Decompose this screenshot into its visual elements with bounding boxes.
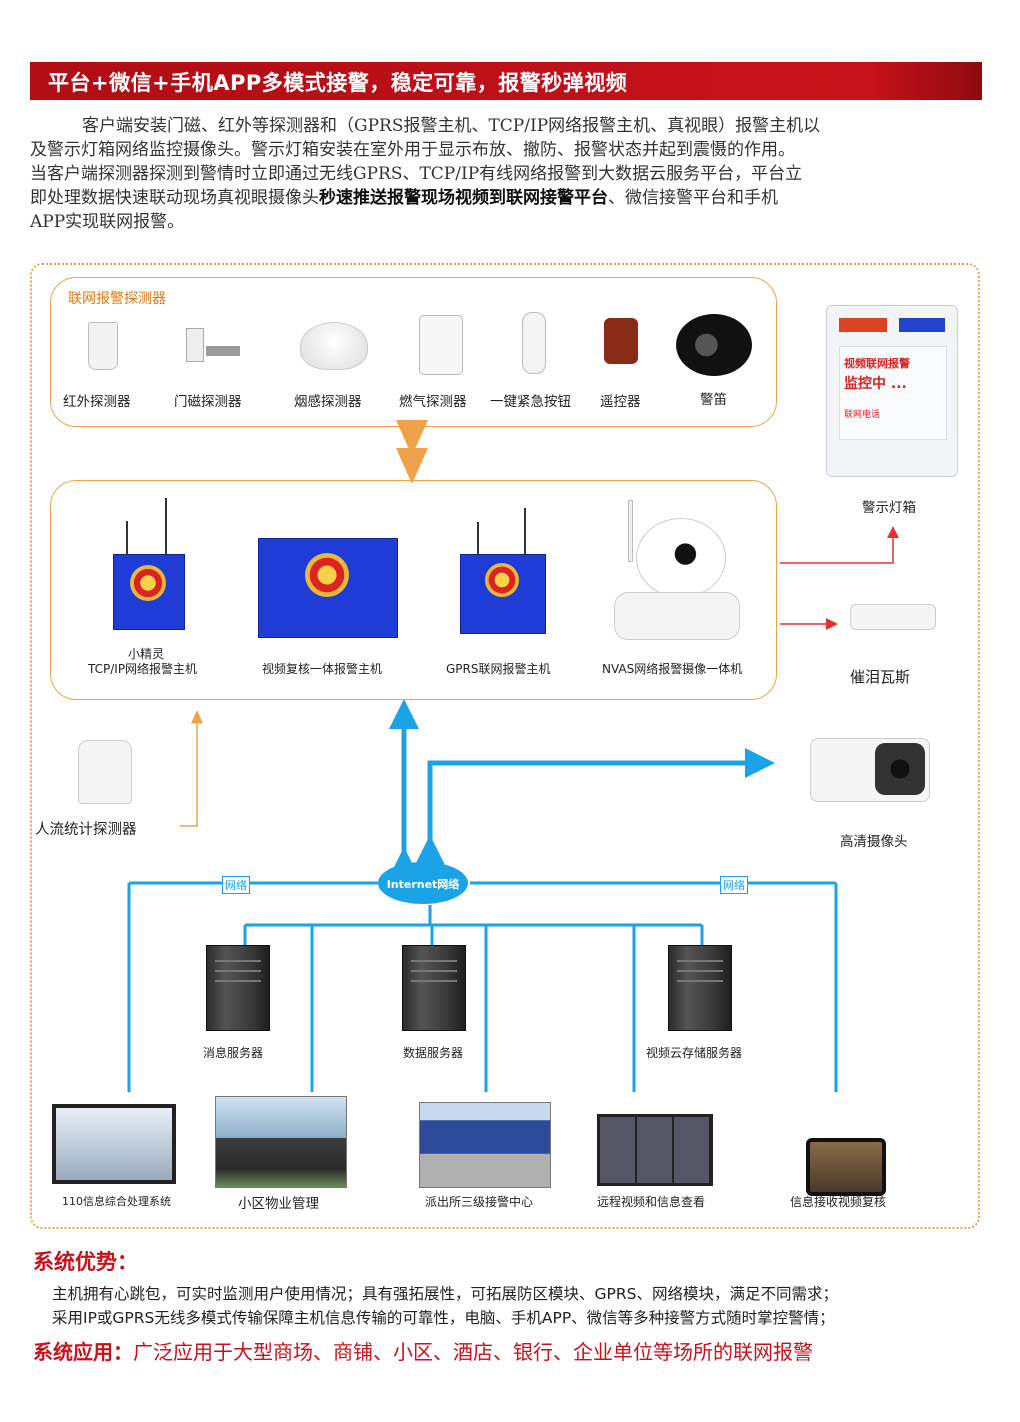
detector-label-emergency: 一键紧急按钮 [490,394,571,410]
message-server-icon [206,945,270,1031]
intro-line-4b: 、微信接警平台和手机 [608,188,778,208]
police-emblem-icon [305,553,349,597]
application-title: 系统应用： [33,1340,133,1364]
server-label-message: 消息服务器 [203,1046,264,1060]
emergency-button-icon [522,312,546,374]
gprs-host-label: GPRS联网报警主机 [446,662,551,676]
light-box-link [780,526,899,564]
detector-label-gas: 燃气探测器 [399,394,467,410]
antenna-icon [477,522,479,556]
server-label-video: 视频云存储服务器 [646,1046,743,1060]
tear-gas-label: 催泪瓦斯 [850,668,911,686]
application-text: 广泛应用于大型商场、商铺、小区、酒店、银行、企业单位等场所的联网报警 [133,1340,813,1364]
hd-camera-icon [810,738,930,802]
video-storage-server-icon [668,945,732,1031]
endpoint-label-110: 110信息综合处理系统 [62,1195,171,1208]
light-box-screen-line-2: 监控中 ... [844,376,907,392]
intro-paragraph: 客户端安装门磁、红外等探测器和（GPRS报警主机、TCP/IP网络报警主机、真视… [30,114,990,234]
host-group-box [50,480,777,700]
advantages-title: 系统优势： [33,1250,138,1274]
light-box-label: 警示灯箱 [862,500,916,516]
police-station-photo [419,1102,551,1188]
detector-label-infrared: 红外探测器 [63,394,131,410]
endpoint-label-tablet: 信息接收视频复核 [790,1195,887,1209]
hd-camera-label: 高清摄像头 [840,834,908,850]
intro-line-4-bold: 秒速推送报警现场视频到联网接警平台 [319,188,608,208]
application-line: 系统应用：广泛应用于大型商场、商铺、小区、酒店、银行、企业单位等场所的联网报警 [33,1336,813,1365]
detector-label-remote: 遥控器 [600,394,641,410]
police-emblem-icon [485,563,519,597]
info-system-monitor-image [52,1104,176,1184]
tcp-host-sublabel: 小精灵 [128,647,165,661]
advantages-line-1: 主机拥有心跳包，可实时监测用户使用情况；具有强拓展性，可拓展防区模块、GPRS、… [52,1285,838,1303]
data-server-icon [402,945,466,1031]
intro-line-1: 客户端安装门磁、红外等探测器和（GPRS报警主机、TCP/IP网络报警主机、真视… [82,116,821,136]
endpoint-label-remote: 远程视频和信息查看 [597,1195,706,1209]
antenna-icon [165,498,167,556]
intro-line-4: 即处理数据快速联动现场真视眼摄像头秒速推送报警现场视频到联网接警平台、微信接警平… [30,186,990,210]
nvas-label: NVAS网络报警摄像一体机 [602,662,743,676]
gas-detector-icon [419,315,463,375]
detector-label-door: 门磁探测器 [174,394,242,410]
smoke-detector-icon [300,322,368,370]
network-tag-left: 网络 [222,876,250,894]
light-box-screen-line-1: 视频联网报警 [844,357,910,370]
title-banner: 平台+微信+手机APP多模式接警，稳定可靠，报警秒弹视频 [30,62,982,100]
internet-node-label: Internet网络 [386,878,460,891]
remote-control-icon [604,318,638,364]
video-host-panel [258,538,398,638]
detector-group-box [50,277,777,427]
light-box-screen-line-3: 联网电话 [844,410,881,420]
gprs-host-panel [460,554,546,634]
people-counter-icon [78,740,132,804]
siren-icon [676,314,752,376]
door-magnet-icon [186,328,240,362]
diagram-frame [30,263,980,1229]
endpoint-label-property: 小区物业管理 [238,1196,319,1212]
internet-node: Internet网络 [378,862,468,904]
advantages-line-2: 采用IP或GPRS无线多模式传输保障主机信息传输的可靠性，电脑、手机APP、微信… [52,1309,835,1327]
intro-line-5: APP实现联网报警。 [30,212,185,232]
antenna-icon [524,508,526,556]
detector-label-siren: 警笛 [700,392,727,408]
police-emblem-icon [130,565,166,601]
tear-gas-icon [850,604,936,630]
detector-group-title: 联网报警探测器 [68,291,166,307]
infrared-detector-icon [88,322,118,370]
intro-line-4a: 即处理数据快速联动现场真视眼摄像头 [30,188,319,208]
antenna-icon [126,521,128,555]
intro-line-2: 及警示灯箱网络监控摄像头。警示灯箱安装在室外用于显示布放、撤防、报警状态并起到震… [30,140,795,160]
endpoint-label-police: 派出所三级接警中心 [425,1195,534,1209]
remote-video-wall-image [597,1114,713,1186]
property-management-photo [215,1096,347,1188]
tablet-video-image [806,1138,886,1196]
people-counter-link [180,710,203,827]
network-tag-right: 网络 [720,876,748,894]
video-host-label: 视频复核一体报警主机 [262,662,383,676]
server-label-data: 数据服务器 [403,1046,464,1060]
tcp-host-label: TCP/IP网络报警主机 [88,662,198,676]
detector-label-smoke: 烟感探测器 [294,394,362,410]
intro-line-3: 当客户端探测器探测到警情时立即通过无线GPRS、TCP/IP有线网络报警到大数据… [30,164,803,184]
people-counter-label: 人流统计探测器 [35,822,137,838]
network-to-camera-arrow [415,748,775,865]
nvas-camera-icon [614,500,740,640]
warning-light-box-icon: 视频联网报警 监控中 ... 联网电话 [826,305,958,477]
tcp-host-panel [113,554,185,630]
banner-title: 平台+微信+手机APP多模式接警，稳定可靠，报警秒弹视频 [48,71,628,95]
